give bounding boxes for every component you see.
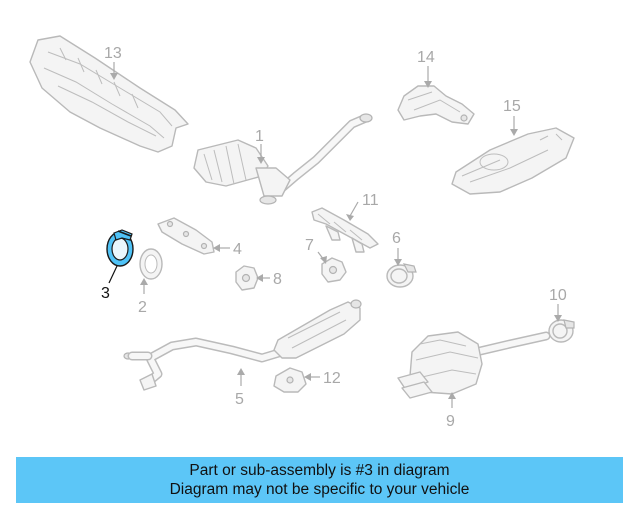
callout-13-label: 13 [104, 45, 122, 62]
callout-8-label: 8 [273, 271, 282, 288]
callout-13: 13 [104, 45, 122, 80]
part-14-heat-shield[interactable] [397, 85, 475, 125]
part-7-rubber-mount[interactable] [321, 257, 347, 283]
callout-3-label: 3 [101, 285, 110, 302]
callout-10: 10 [549, 287, 567, 322]
part-1-front-pipe[interactable] [193, 113, 373, 205]
callout-6: 6 [392, 230, 402, 266]
callout-7: 7 [305, 237, 327, 264]
callout-14-label: 14 [417, 49, 435, 66]
callout-7-label: 7 [305, 237, 314, 254]
banner-line-2: Diagram may not be specific to your vehi… [169, 481, 470, 498]
callout-15-label: 15 [503, 98, 521, 115]
banner-line-1: Part or sub-assembly is #3 in diagram [189, 462, 450, 479]
callout-11-label: 11 [362, 192, 379, 209]
part-13-heat-shield[interactable] [29, 35, 189, 153]
callout-2-label: 2 [138, 299, 147, 316]
callout-14: 14 [417, 49, 435, 88]
part-10-clamp[interactable] [548, 319, 575, 343]
callout-4-label: 4 [233, 241, 242, 258]
part-12-hanger-bracket[interactable] [273, 367, 307, 393]
part-4-bracket[interactable] [157, 217, 215, 255]
callout-2: 2 [138, 278, 148, 316]
part-11-bracket[interactable] [311, 207, 379, 253]
callout-8: 8 [256, 271, 282, 288]
callout-1-label: 1 [255, 128, 264, 145]
part-8-rubber-mount[interactable] [235, 265, 259, 291]
part-5-intermediate-pipe[interactable] [123, 299, 362, 391]
exploded-parts-diagram: 13 1 14 15 [29, 35, 575, 430]
callout-1: 1 [255, 128, 265, 164]
callout-10-label: 10 [549, 287, 567, 304]
part-9-rear-muffler[interactable] [397, 331, 551, 399]
part-3-clamp[interactable] [106, 229, 134, 267]
callout-9: 9 [446, 392, 456, 430]
callout-5: 5 [235, 368, 245, 408]
info-banner: Part or sub-assembly is #3 in diagram Di… [16, 457, 623, 503]
callout-9-label: 9 [446, 413, 455, 430]
part-6-clamp[interactable] [386, 263, 417, 288]
part-2-gasket[interactable] [139, 248, 163, 280]
callout-5-label: 5 [235, 391, 244, 408]
callout-3: 3 [101, 265, 118, 302]
callout-15: 15 [503, 98, 521, 136]
callout-12: 12 [304, 370, 341, 387]
callout-12-label: 12 [323, 370, 341, 387]
callout-11: 11 [346, 192, 379, 221]
part-15-heat-shield[interactable] [451, 127, 575, 195]
callout-6-label: 6 [392, 230, 401, 247]
callout-4: 4 [213, 241, 242, 258]
